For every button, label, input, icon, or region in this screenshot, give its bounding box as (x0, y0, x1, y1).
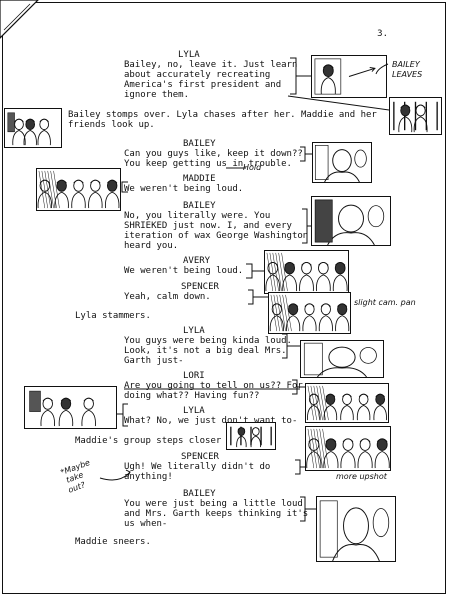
script-line: Maddie sneers. (75, 537, 151, 547)
script-line: Look, it's not a big deal Mrs. (124, 346, 287, 356)
panel-maddie-group (36, 168, 121, 211)
script-line: LORI (183, 371, 205, 381)
panel-spencer-group (268, 292, 351, 334)
page-number: 3. (377, 29, 388, 39)
panel-avery-group (264, 250, 349, 294)
handwritten-note: BAILEY (392, 60, 420, 69)
panel-lori-group (305, 383, 389, 423)
script-line: BAILEY (183, 489, 216, 499)
panel-chase-wide (4, 108, 62, 148)
script-line: Bailey stomps over. Lyla chases after he… (68, 110, 377, 120)
script-line: us when- (124, 519, 168, 529)
script-line: Bailey, no, leave it. Just learn (124, 60, 298, 70)
script-line: BAILEY (183, 201, 216, 211)
script-line: Garth just- (124, 356, 184, 366)
panel-exhibit-right (389, 97, 442, 135)
panel-bailey-leaves (311, 55, 387, 98)
script-line: AVERY (183, 256, 211, 266)
script-line: Lyla stammers. (75, 311, 151, 321)
script-line: We weren't being loud. (124, 184, 244, 194)
script-line: about accurately recreating (124, 70, 271, 80)
panel-bailey-closeup (312, 142, 372, 183)
script-line: Ugh! We literally didn't do (124, 462, 271, 472)
script-line: What? No, we just don't want to- (124, 416, 298, 426)
panel-lyla-face (300, 340, 384, 378)
script-line: SPENCER (181, 282, 219, 292)
panel-bailey-final (316, 496, 396, 562)
script-line: BAILEY (183, 139, 216, 149)
script-line: Can you guys like, keep it down?? (124, 149, 303, 159)
script-line: heard you. (124, 241, 179, 251)
script-line: No, you literally were. You (124, 211, 271, 221)
folded-corner (0, 0, 39, 39)
script-line: ignore them. (124, 90, 190, 100)
panel-spencer-upshot (305, 426, 391, 471)
page-border (2, 2, 446, 594)
script-line: and Mrs. Garth keeps thinking it's (124, 509, 309, 519)
script-line: Maddie's group steps closer (75, 436, 222, 446)
script-line: iteration of wax George Washington (124, 231, 309, 241)
handwritten-note: Hold (243, 163, 262, 172)
handwritten-note: LEAVES (392, 70, 423, 79)
script-line: LYLA (183, 406, 205, 416)
panel-wide-reset (226, 422, 276, 450)
handwritten-note: slight cam. pan (354, 298, 416, 307)
script-line: doing what?? Having fun?? (124, 391, 260, 401)
script-line: LYLA (178, 50, 200, 60)
script-line: SHRIEKED just now. I, and every (124, 221, 292, 231)
script-line: friends look up. (68, 120, 155, 130)
script-line: Yeah, calm down. (124, 292, 211, 302)
script-line: LYLA (183, 326, 205, 336)
script-line: You were just being a little loud (124, 499, 303, 509)
script-line: SPENCER (181, 452, 219, 462)
script-line: Are you going to tell on us?? For (124, 381, 303, 391)
script-line: MADDIE (183, 174, 216, 184)
panel-lyla-wide (24, 386, 117, 429)
script-line: You keep getting us in trouble. (124, 159, 292, 169)
script-line: anything! (124, 472, 173, 482)
script-line: We weren't being loud. (124, 266, 244, 276)
panel-bailey-talking (311, 196, 391, 246)
handwritten-note: more upshot (336, 472, 387, 481)
script-line: You guys were being kinda loud. (124, 336, 292, 346)
script-line: America's first president and (124, 80, 282, 90)
